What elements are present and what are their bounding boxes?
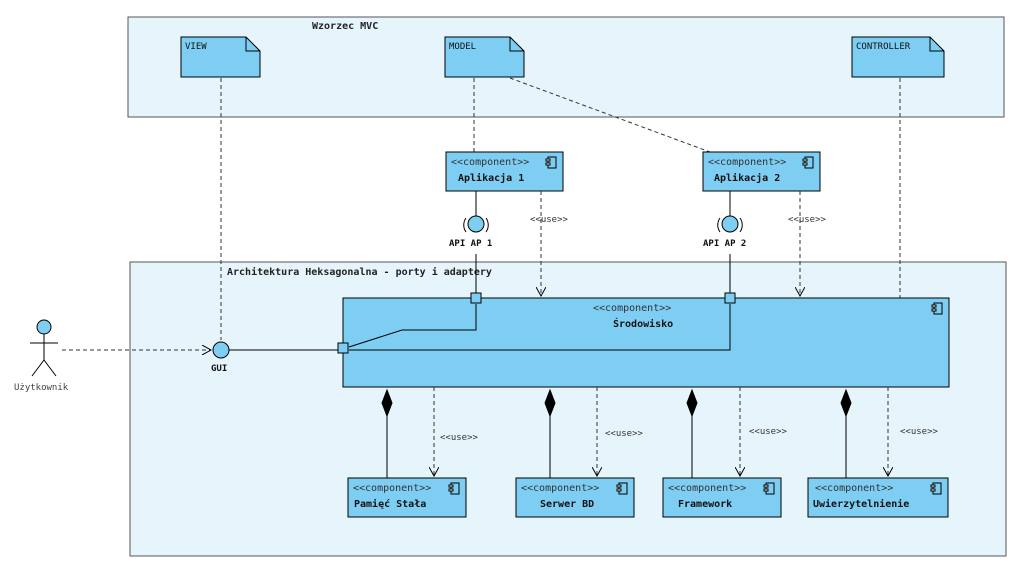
component-name: Uwierzytelnienie: [813, 498, 909, 510]
component-aplikacja-2[interactable]: <<component>> Aplikacja 2: [702, 151, 821, 192]
component-stereotype: <<component>>: [593, 303, 671, 314]
component-name: Pamięć Stała: [354, 498, 426, 510]
component-stereotype: <<component>>: [815, 483, 893, 494]
component-icon: [802, 156, 814, 169]
package-hexagonal-title: Architektura Heksagonalna - porty i adap…: [227, 266, 492, 278]
component-name: Aplikacja 1: [458, 172, 524, 184]
component-stereotype: <<component>>: [668, 483, 746, 494]
internal-wiring: [348, 304, 731, 351]
model-app2-link: [509, 77, 711, 153]
component-name: Serwer BD: [540, 499, 594, 510]
component-stereotype: <<component>>: [521, 483, 599, 494]
component-icon: [931, 302, 943, 315]
use-label-app1: <<use>>: [530, 215, 569, 225]
component-stereotype: <<component>>: [451, 157, 529, 168]
actor-head: [36, 319, 52, 335]
port-api-2[interactable]: [724, 292, 736, 304]
component-framework[interactable]: <<component>> Framework: [662, 477, 782, 518]
port-gui[interactable]: [337, 342, 349, 354]
use-label-framework: <<use>>: [749, 427, 788, 437]
use-label-auth: <<use>>: [900, 427, 939, 437]
interface-api-1-label: API AP 1: [449, 239, 492, 249]
component-stereotype: <<component>>: [708, 157, 786, 168]
interface-gui-label: GUI: [211, 364, 227, 374]
interface-api-2[interactable]: API AP 2: [703, 215, 746, 249]
component-name: Aplikacja 2: [714, 172, 780, 184]
use-lines-bottom: [434, 387, 888, 476]
composition-db: [544, 388, 556, 478]
note-model[interactable]: MODEL: [444, 36, 525, 78]
component-icon: [763, 482, 775, 495]
actor-name: Użytkownik: [14, 383, 69, 393]
component-pamiec-stala[interactable]: <<component>> Pamięć Stała: [347, 477, 467, 518]
actor-body: [30, 334, 58, 377]
interface-gui[interactable]: GUI: [211, 341, 230, 374]
component-srodowisko[interactable]: <<component>> Środowisko: [342, 297, 950, 388]
use-label-storage: <<use>>: [440, 433, 479, 443]
actor-uzytkownik[interactable]: Użytkownik: [14, 319, 69, 393]
dependency-lines: [220, 77, 901, 340]
use-label-app2: <<use>>: [788, 215, 827, 225]
note-controller[interactable]: CONTROLLER: [851, 36, 945, 78]
note-controller-label: CONTROLLER: [856, 42, 911, 52]
composition-framework: [686, 388, 698, 478]
component-stereotype: <<component>>: [353, 483, 431, 494]
component-serwer-bd[interactable]: <<component>> Serwer BD: [515, 477, 635, 518]
component-icon: [616, 482, 628, 495]
interface-api-2-label: API AP 2: [703, 239, 746, 249]
note-view-label: VIEW: [185, 42, 207, 52]
component-icon: [545, 156, 557, 169]
note-view[interactable]: VIEW: [180, 36, 261, 78]
use-label-db: <<use>>: [605, 429, 644, 439]
component-uwierzytelnienie[interactable]: <<component>> Uwierzytelnienie: [807, 477, 949, 518]
use-lines-top: [541, 191, 800, 296]
interface-lines: [475, 191, 731, 293]
component-aplikacja-1[interactable]: <<component>> Aplikacja 1: [445, 151, 564, 192]
component-name: Środowisko: [613, 317, 673, 330]
package-mvc-title: Wzorzec MVC: [312, 21, 378, 32]
component-name: Framework: [678, 499, 732, 510]
interface-api-1[interactable]: API AP 1: [449, 215, 492, 249]
compositions: [381, 388, 852, 478]
component-icon: [930, 482, 942, 495]
composition-storage: [381, 388, 393, 478]
note-model-label: MODEL: [449, 42, 476, 52]
port-api-1[interactable]: [470, 292, 482, 304]
composition-auth: [840, 388, 852, 478]
component-icon: [448, 482, 460, 495]
